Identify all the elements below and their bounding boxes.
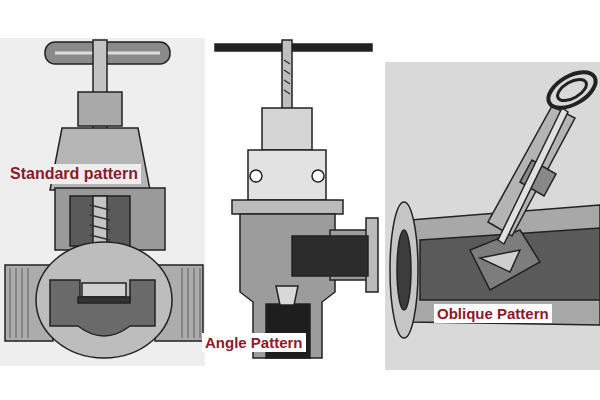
pattern-label: Standard pattern	[7, 164, 141, 184]
angle-valve	[215, 40, 378, 358]
pattern-label: Oblique Pattern	[434, 304, 552, 323]
pattern-label: Angle Pattern	[202, 333, 306, 352]
standard-valve	[0, 38, 205, 366]
oblique-valve	[385, 62, 600, 370]
